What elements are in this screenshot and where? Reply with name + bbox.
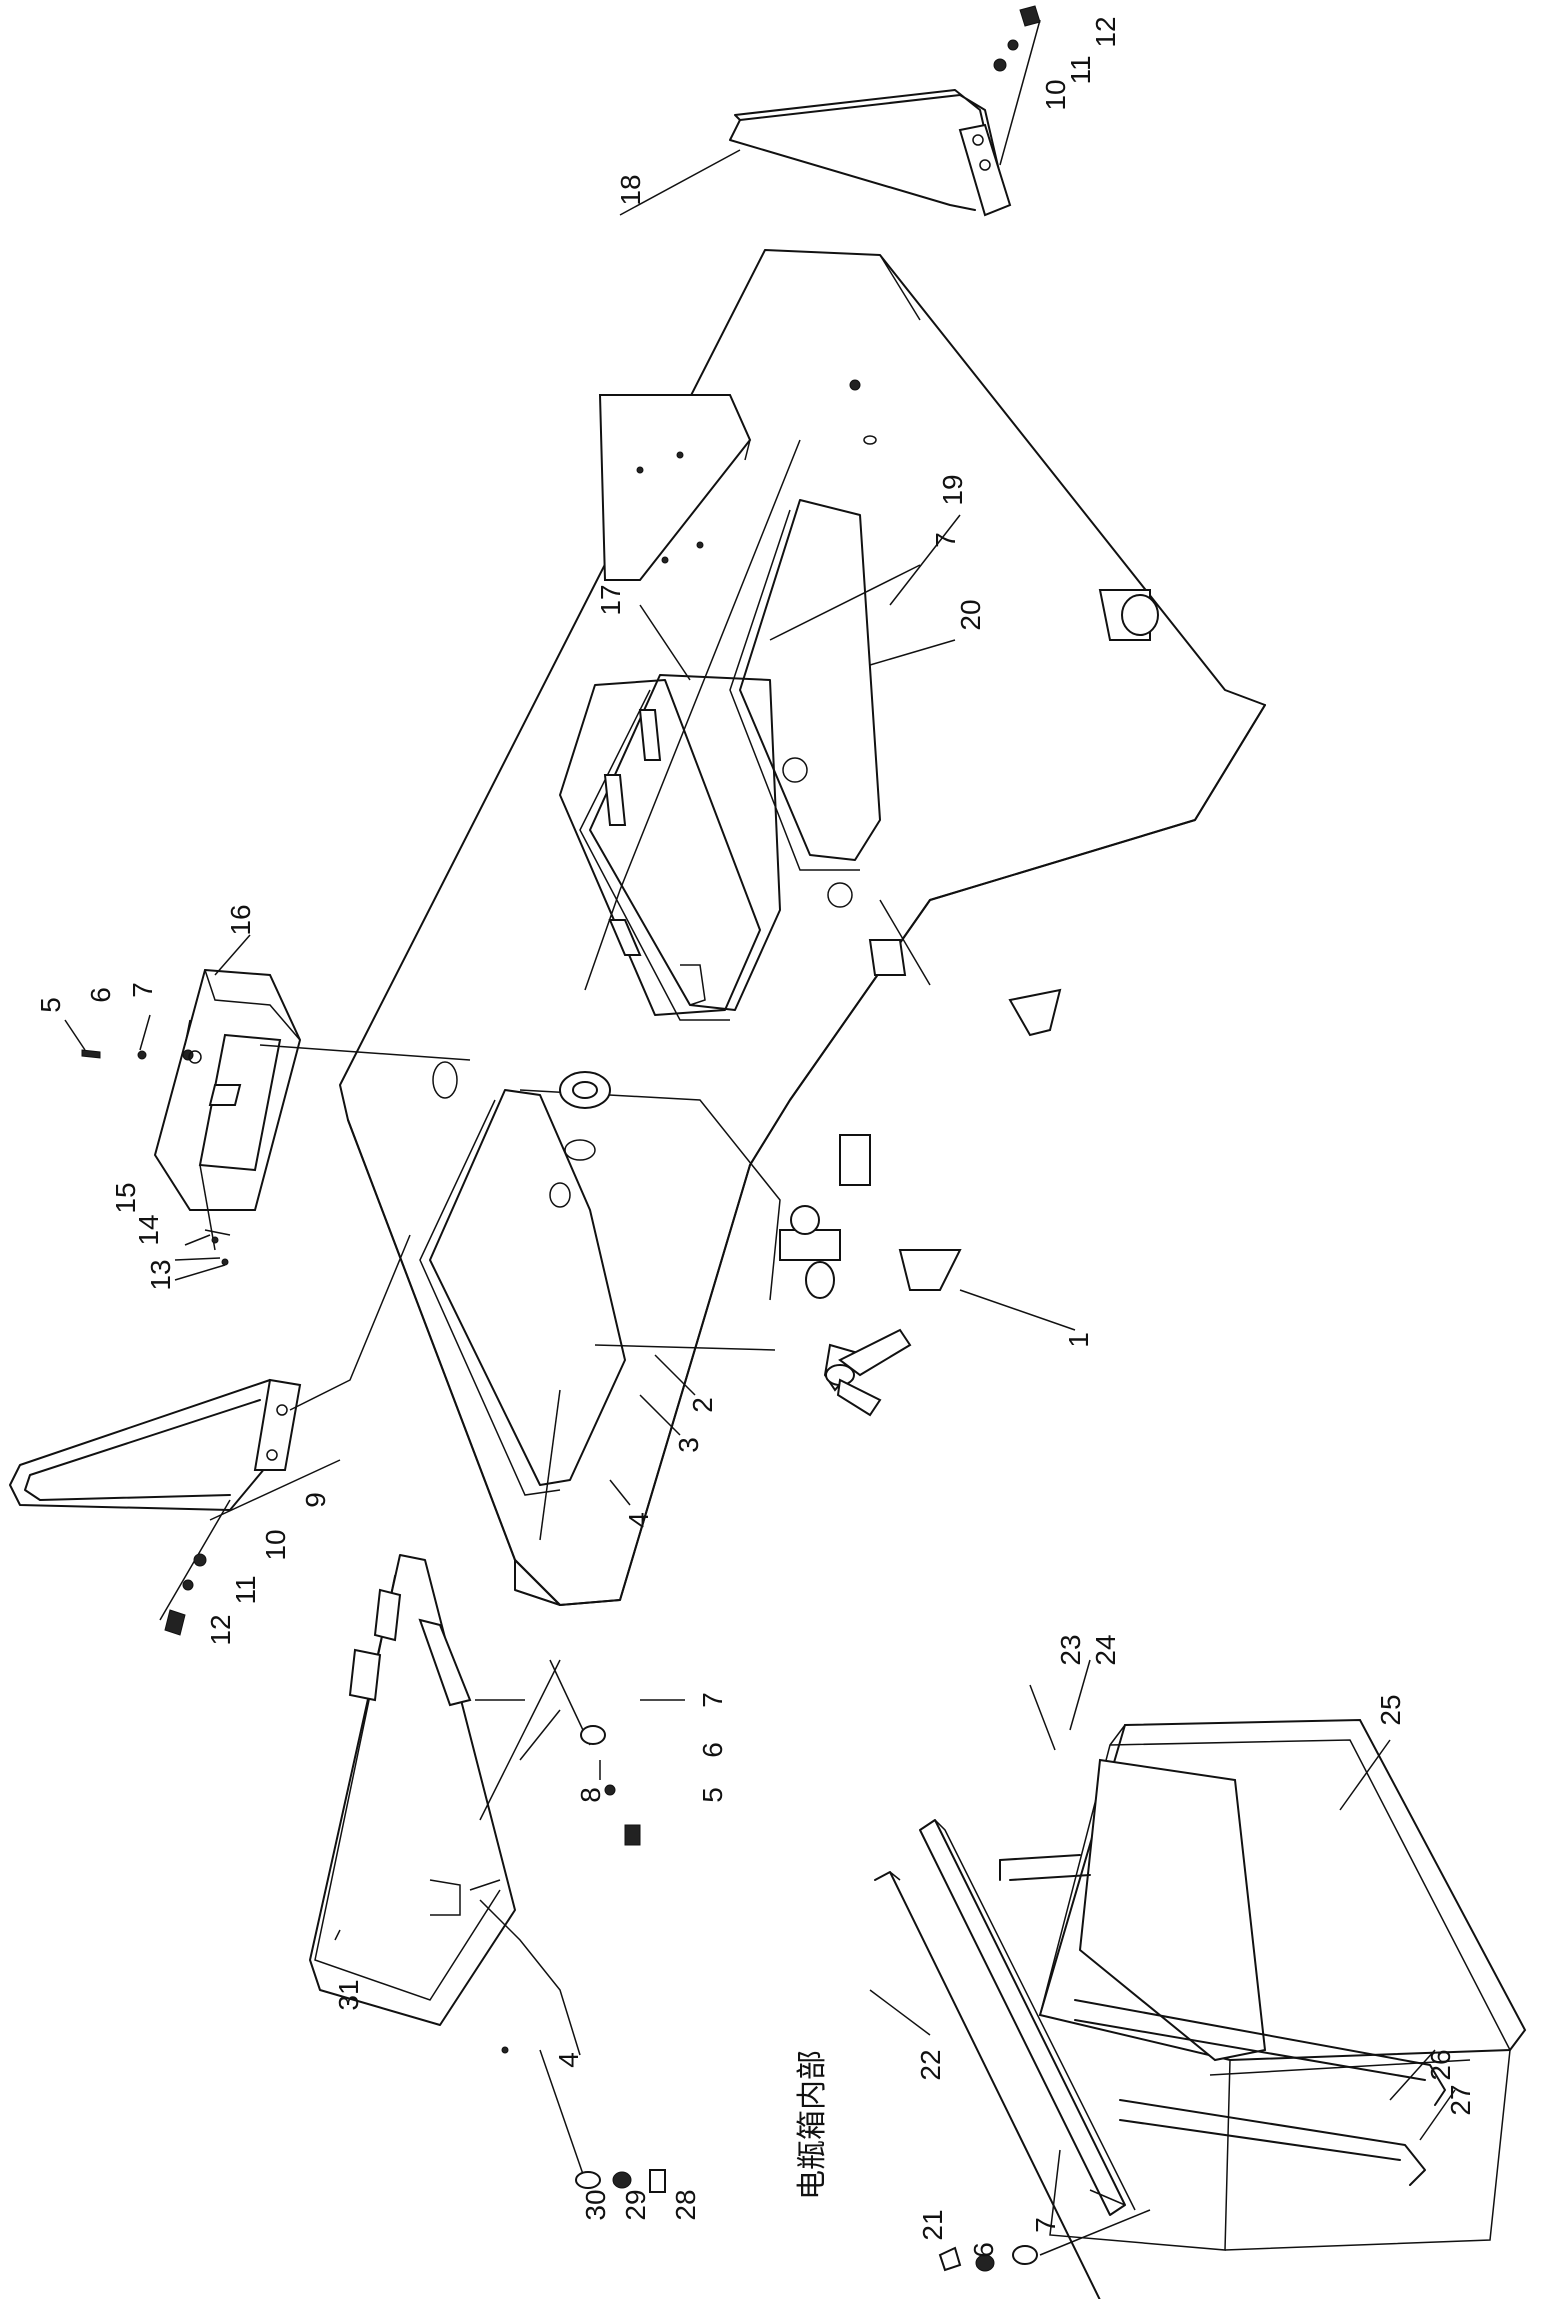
callout-31: 31 [333, 1979, 364, 2010]
callout-16: 16 [225, 904, 256, 935]
main-chassis-body [339, 249, 1266, 1606]
callout-19: 19 [937, 474, 968, 505]
callout-17: 17 [595, 584, 626, 615]
battery-box [999, 1718, 1527, 2251]
callout-labels: 1 2 3 4 4 5 5 6 6 6 7 7 7 7 8 9 10 10 11… [35, 16, 1476, 2257]
callout-22: 22 [915, 2049, 946, 2080]
callout-29: 29 [620, 2189, 651, 2220]
callout-27: 27 [1445, 2084, 1476, 2115]
hardware-stack-lower [539, 1659, 666, 2193]
callout-8: 8 [575, 1787, 606, 1803]
callout-24: 24 [1090, 1634, 1121, 1665]
handle-right [729, 5, 1041, 217]
callout-7-lower: 7 [697, 1692, 728, 1708]
callout-6-lower: 6 [697, 1742, 728, 1758]
hardware-stack-battery [938, 2209, 1151, 2272]
center-tray [559, 679, 761, 1016]
callout-12-left: 12 [205, 1614, 236, 1645]
battery-box-note: 电瓶箱内部 [796, 2050, 829, 2200]
callout-28: 28 [670, 2189, 701, 2220]
callout-26: 26 [1425, 2049, 1456, 2080]
callout-5-upper: 5 [35, 997, 66, 1013]
callout-10-right: 10 [1040, 79, 1071, 110]
callout-21: 21 [917, 2209, 948, 2240]
callout-7-right: 7 [930, 532, 961, 548]
handle-left [9, 1234, 411, 1636]
callout-2: 2 [687, 1397, 718, 1413]
angle-bars [874, 1819, 1136, 2301]
callout-13: 13 [145, 1259, 176, 1290]
callout-11-right: 11 [1065, 55, 1096, 84]
callout-11-left: 11 [230, 1575, 261, 1604]
callout-20: 20 [955, 599, 986, 630]
callout-12-right: 12 [1090, 16, 1121, 47]
callout-25: 25 [1375, 1694, 1406, 1725]
callout-4-plate: 4 [553, 2052, 584, 2068]
callout-15: 15 [110, 1182, 141, 1213]
callout-10-left: 10 [260, 1529, 291, 1560]
callout-6-battery: 6 [968, 2242, 999, 2258]
callout-3: 3 [673, 1437, 704, 1453]
callout-30: 30 [580, 2189, 611, 2220]
callout-4-body: 4 [623, 1512, 654, 1528]
part-16-box-upper [598, 394, 752, 581]
callout-1: 1 [1063, 1332, 1094, 1348]
callout-5-lower: 5 [697, 1787, 728, 1803]
cover-plate [309, 1554, 581, 2056]
callout-9: 9 [300, 1492, 331, 1508]
callout-6-upper: 6 [85, 987, 116, 1003]
callout-7-battery: 7 [1030, 2217, 1061, 2233]
leader-lines [64, 149, 1456, 2141]
callout-18: 18 [615, 174, 646, 205]
callout-7-upper: 7 [127, 982, 158, 998]
part-16-box [81, 968, 471, 1266]
top-compartments [419, 379, 1159, 1496]
callout-14: 14 [133, 1214, 164, 1245]
callout-23: 23 [1055, 1634, 1086, 1665]
